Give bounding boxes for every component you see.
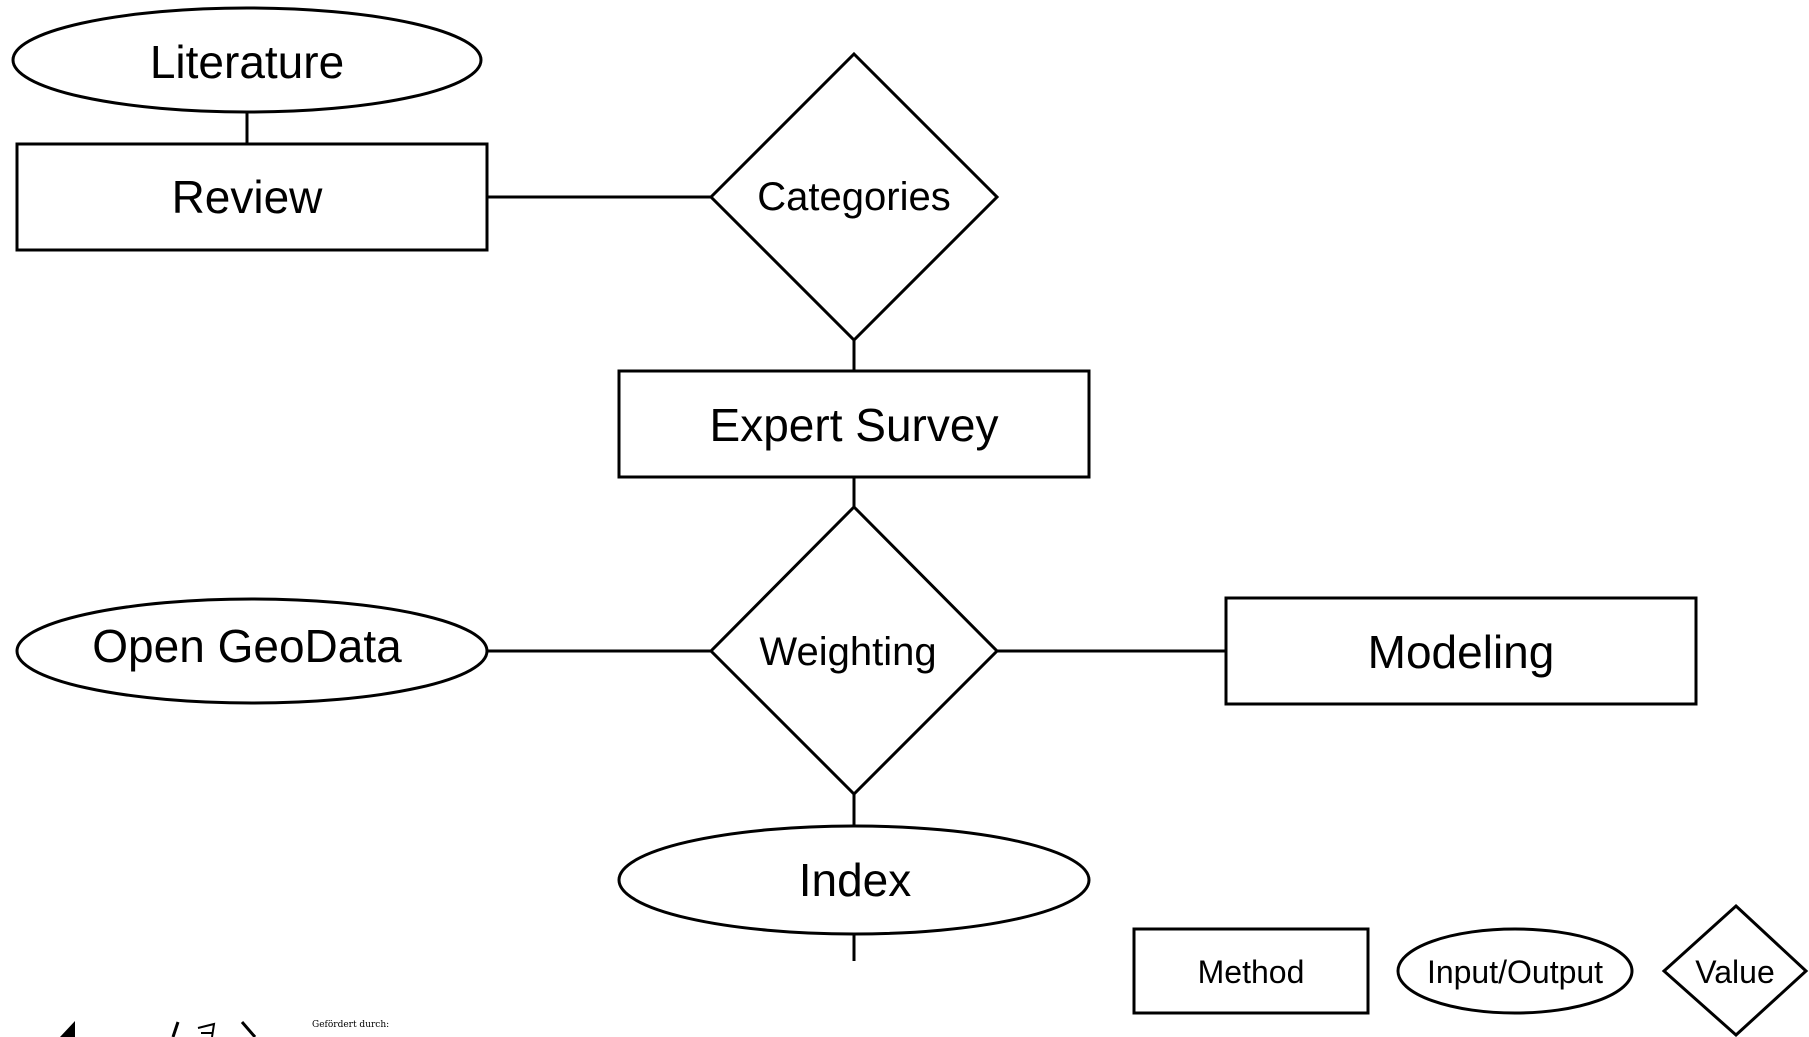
node-categories: Categories [708, 51, 1000, 343]
node-weighting: Weighting [708, 504, 1000, 797]
logo-emblem [171, 1021, 257, 1037]
value-shape [708, 504, 1000, 797]
legend-method-shape [1132, 927, 1370, 1015]
node-label-categories: Categories [757, 175, 950, 219]
legend-method-label: Method [1198, 954, 1305, 990]
node-modeling: Modeling [1224, 596, 1698, 706]
node-label-modeling: Modeling [1368, 626, 1555, 678]
method-shape [15, 142, 489, 252]
node-label-index: Index [799, 854, 912, 906]
legend-input-output: Input/Output [1396, 927, 1634, 1015]
node-label-review: Review [172, 171, 324, 223]
node-label-open-geodata: Open GeoData [92, 620, 402, 672]
method-shape [1224, 596, 1698, 706]
node-index: Index [617, 824, 1091, 936]
node-label-literature: Literature [150, 36, 344, 88]
funding-logos: Gefördert durch: [60, 1020, 389, 1037]
legend-value: Value [1661, 903, 1809, 1037]
method-shape [617, 369, 1091, 479]
legend-value-shape [1661, 903, 1809, 1037]
node-open-geodata: Open GeoData [15, 597, 489, 705]
node-expert-survey: Expert Survey [617, 369, 1091, 479]
node-label-weighting: Weighting [759, 630, 936, 674]
node-literature: Literature [11, 6, 483, 114]
legend-input-output-shape [1396, 927, 1634, 1015]
input-output-shape [617, 824, 1091, 936]
legend-value-label: Value [1695, 954, 1774, 990]
node-review: Review [15, 142, 489, 252]
logo-emblem-mark [197, 1022, 216, 1037]
logo-triangle [60, 1021, 75, 1037]
legend: Method Input/Output Value [1132, 903, 1809, 1037]
legend-method: Method [1132, 927, 1370, 1015]
node-label-expert-survey: Expert Survey [710, 399, 999, 451]
input-output-shape [11, 6, 483, 114]
connectors [245, 112, 1226, 961]
input-output-shape [15, 597, 489, 705]
value-shape [708, 51, 1000, 343]
funding-text: Gefördert durch: [312, 1020, 389, 1030]
legend-input-output-label: Input/Output [1427, 954, 1603, 990]
